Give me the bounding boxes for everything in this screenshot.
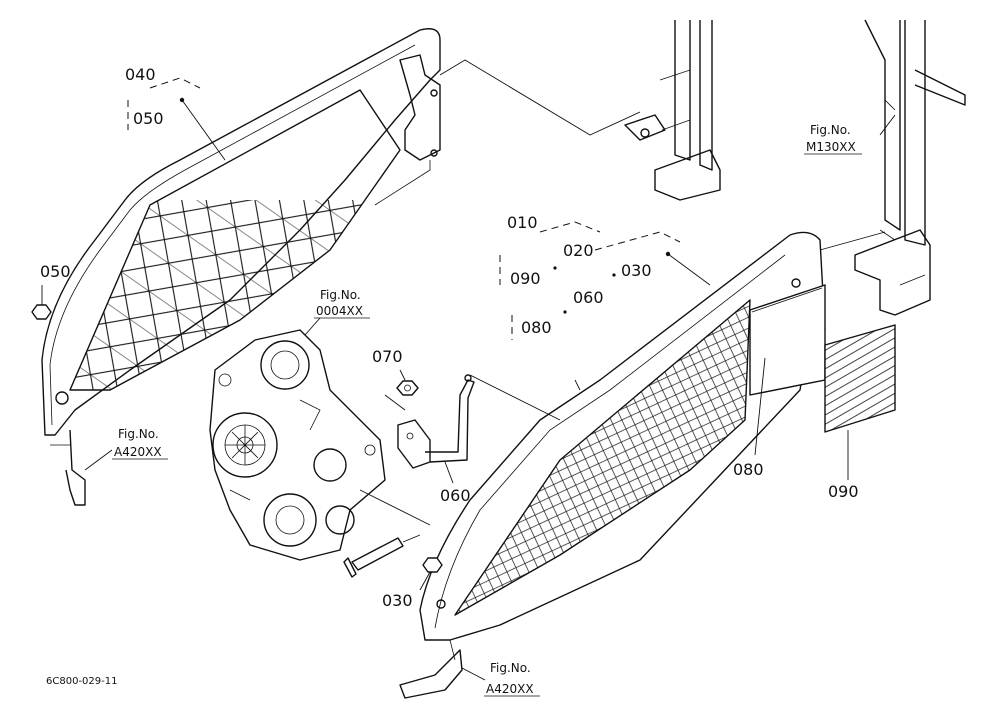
leader-a420-left — [84, 449, 113, 471]
nut-070 — [396, 380, 419, 396]
leader-010-group — [667, 253, 711, 286]
leader-060 — [444, 461, 454, 484]
svg-text:A420XX: A420XX — [114, 445, 162, 459]
bracket-lower-left — [50, 429, 86, 506]
svg-text:0004XX: 0004XX — [316, 304, 363, 318]
sep-dot-3 — [563, 310, 567, 314]
diagram-code: 6C800-029-11 — [46, 676, 117, 687]
svg-text:Fig.No.: Fig.No. — [810, 123, 851, 137]
label-040: 040 — [125, 65, 156, 84]
svg-text:Fig.No.: Fig.No. — [118, 427, 159, 441]
label-010: 010 — [507, 213, 538, 232]
left-side-grille — [41, 28, 641, 436]
label-020: 020 — [563, 241, 594, 260]
leader-0004 — [304, 317, 321, 336]
figure-ref-a420-left: Fig.No. A420XX — [112, 427, 168, 460]
label-030: 030 — [382, 591, 413, 610]
label-plate-090-hatch — [825, 325, 895, 432]
label-090: 090 — [828, 482, 859, 501]
figure-ref-a420-right: Fig.No. A420XX — [484, 661, 540, 697]
nut-030 — [422, 557, 443, 573]
leader-m130 — [879, 114, 896, 136]
set-bracket-010 — [499, 221, 681, 340]
label-030-set: 030 — [621, 261, 652, 280]
leader-030 — [419, 571, 431, 591]
label-050-set: 050 — [133, 109, 164, 128]
engine-gear-case — [209, 329, 431, 578]
bracket-060 — [384, 374, 475, 469]
svg-text:M130XX: M130XX — [806, 140, 856, 154]
label-070: 070 — [372, 347, 403, 366]
svg-text:Fig.No.: Fig.No. — [490, 661, 531, 675]
label-080-set: 080 — [521, 318, 552, 337]
sep-dot-1 — [553, 266, 557, 270]
svg-text:A420XX: A420XX — [486, 682, 534, 696]
nut-050 — [31, 304, 52, 320]
set-dot-040 — [179, 97, 185, 103]
label-060: 060 — [440, 486, 471, 505]
label-090-set: 090 — [510, 269, 541, 288]
leader-070 — [399, 369, 406, 381]
set-dot-010 — [665, 251, 671, 257]
frame-post-center — [624, 20, 721, 201]
figure-ref-0004: Fig.No. 0004XX — [314, 288, 370, 319]
label-060-set: 060 — [573, 288, 604, 307]
leader-a420-right — [461, 667, 486, 681]
svg-text:Fig.No.: Fig.No. — [320, 288, 361, 302]
frame-post-right — [854, 19, 966, 316]
label-050: 050 — [40, 262, 71, 281]
bracket-lower-right — [399, 639, 463, 699]
label-080: 080 — [733, 460, 764, 479]
sep-dot-2 — [612, 273, 616, 277]
figure-ref-m130: Fig.No. M130XX — [804, 123, 862, 155]
right-side-grille — [419, 231, 886, 641]
leader-080 — [754, 357, 766, 456]
set-bracket-040 — [127, 77, 201, 130]
leader-050-top — [181, 99, 226, 161]
